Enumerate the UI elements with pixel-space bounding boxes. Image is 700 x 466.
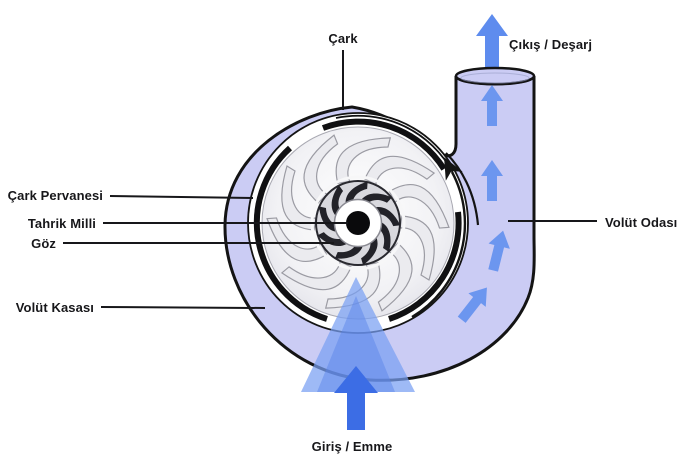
leader-lines xyxy=(63,50,597,309)
leader-line-volute-casing xyxy=(100,306,266,309)
drive-shaft-end xyxy=(346,211,370,235)
label-impeller: Çark xyxy=(328,31,358,46)
suction-arrow-mid xyxy=(317,296,395,392)
label-impeller-vane: Çark Pervanesi xyxy=(8,188,103,203)
label-volute-casing: Volüt Kasası xyxy=(16,300,94,315)
label-drive-shaft: Tahrik Milli xyxy=(28,216,96,231)
suction-arrow-solid xyxy=(334,366,378,430)
label-discharge: Çıkış / Deşarj xyxy=(509,37,592,52)
pipe-opening-inner-line xyxy=(460,72,530,84)
rotation-arrow xyxy=(411,157,467,319)
label-eye: Göz xyxy=(31,236,56,251)
discharge-flow-arrow xyxy=(476,14,508,73)
impeller xyxy=(261,126,455,320)
label-suction: Giriş / Emme xyxy=(312,439,393,454)
leader-line-impeller-vane xyxy=(109,195,254,199)
discharge-pipe-opening xyxy=(454,66,536,86)
label-volute-chamber: Volüt Odası xyxy=(605,215,677,230)
suction-flow-arrow xyxy=(301,277,415,430)
